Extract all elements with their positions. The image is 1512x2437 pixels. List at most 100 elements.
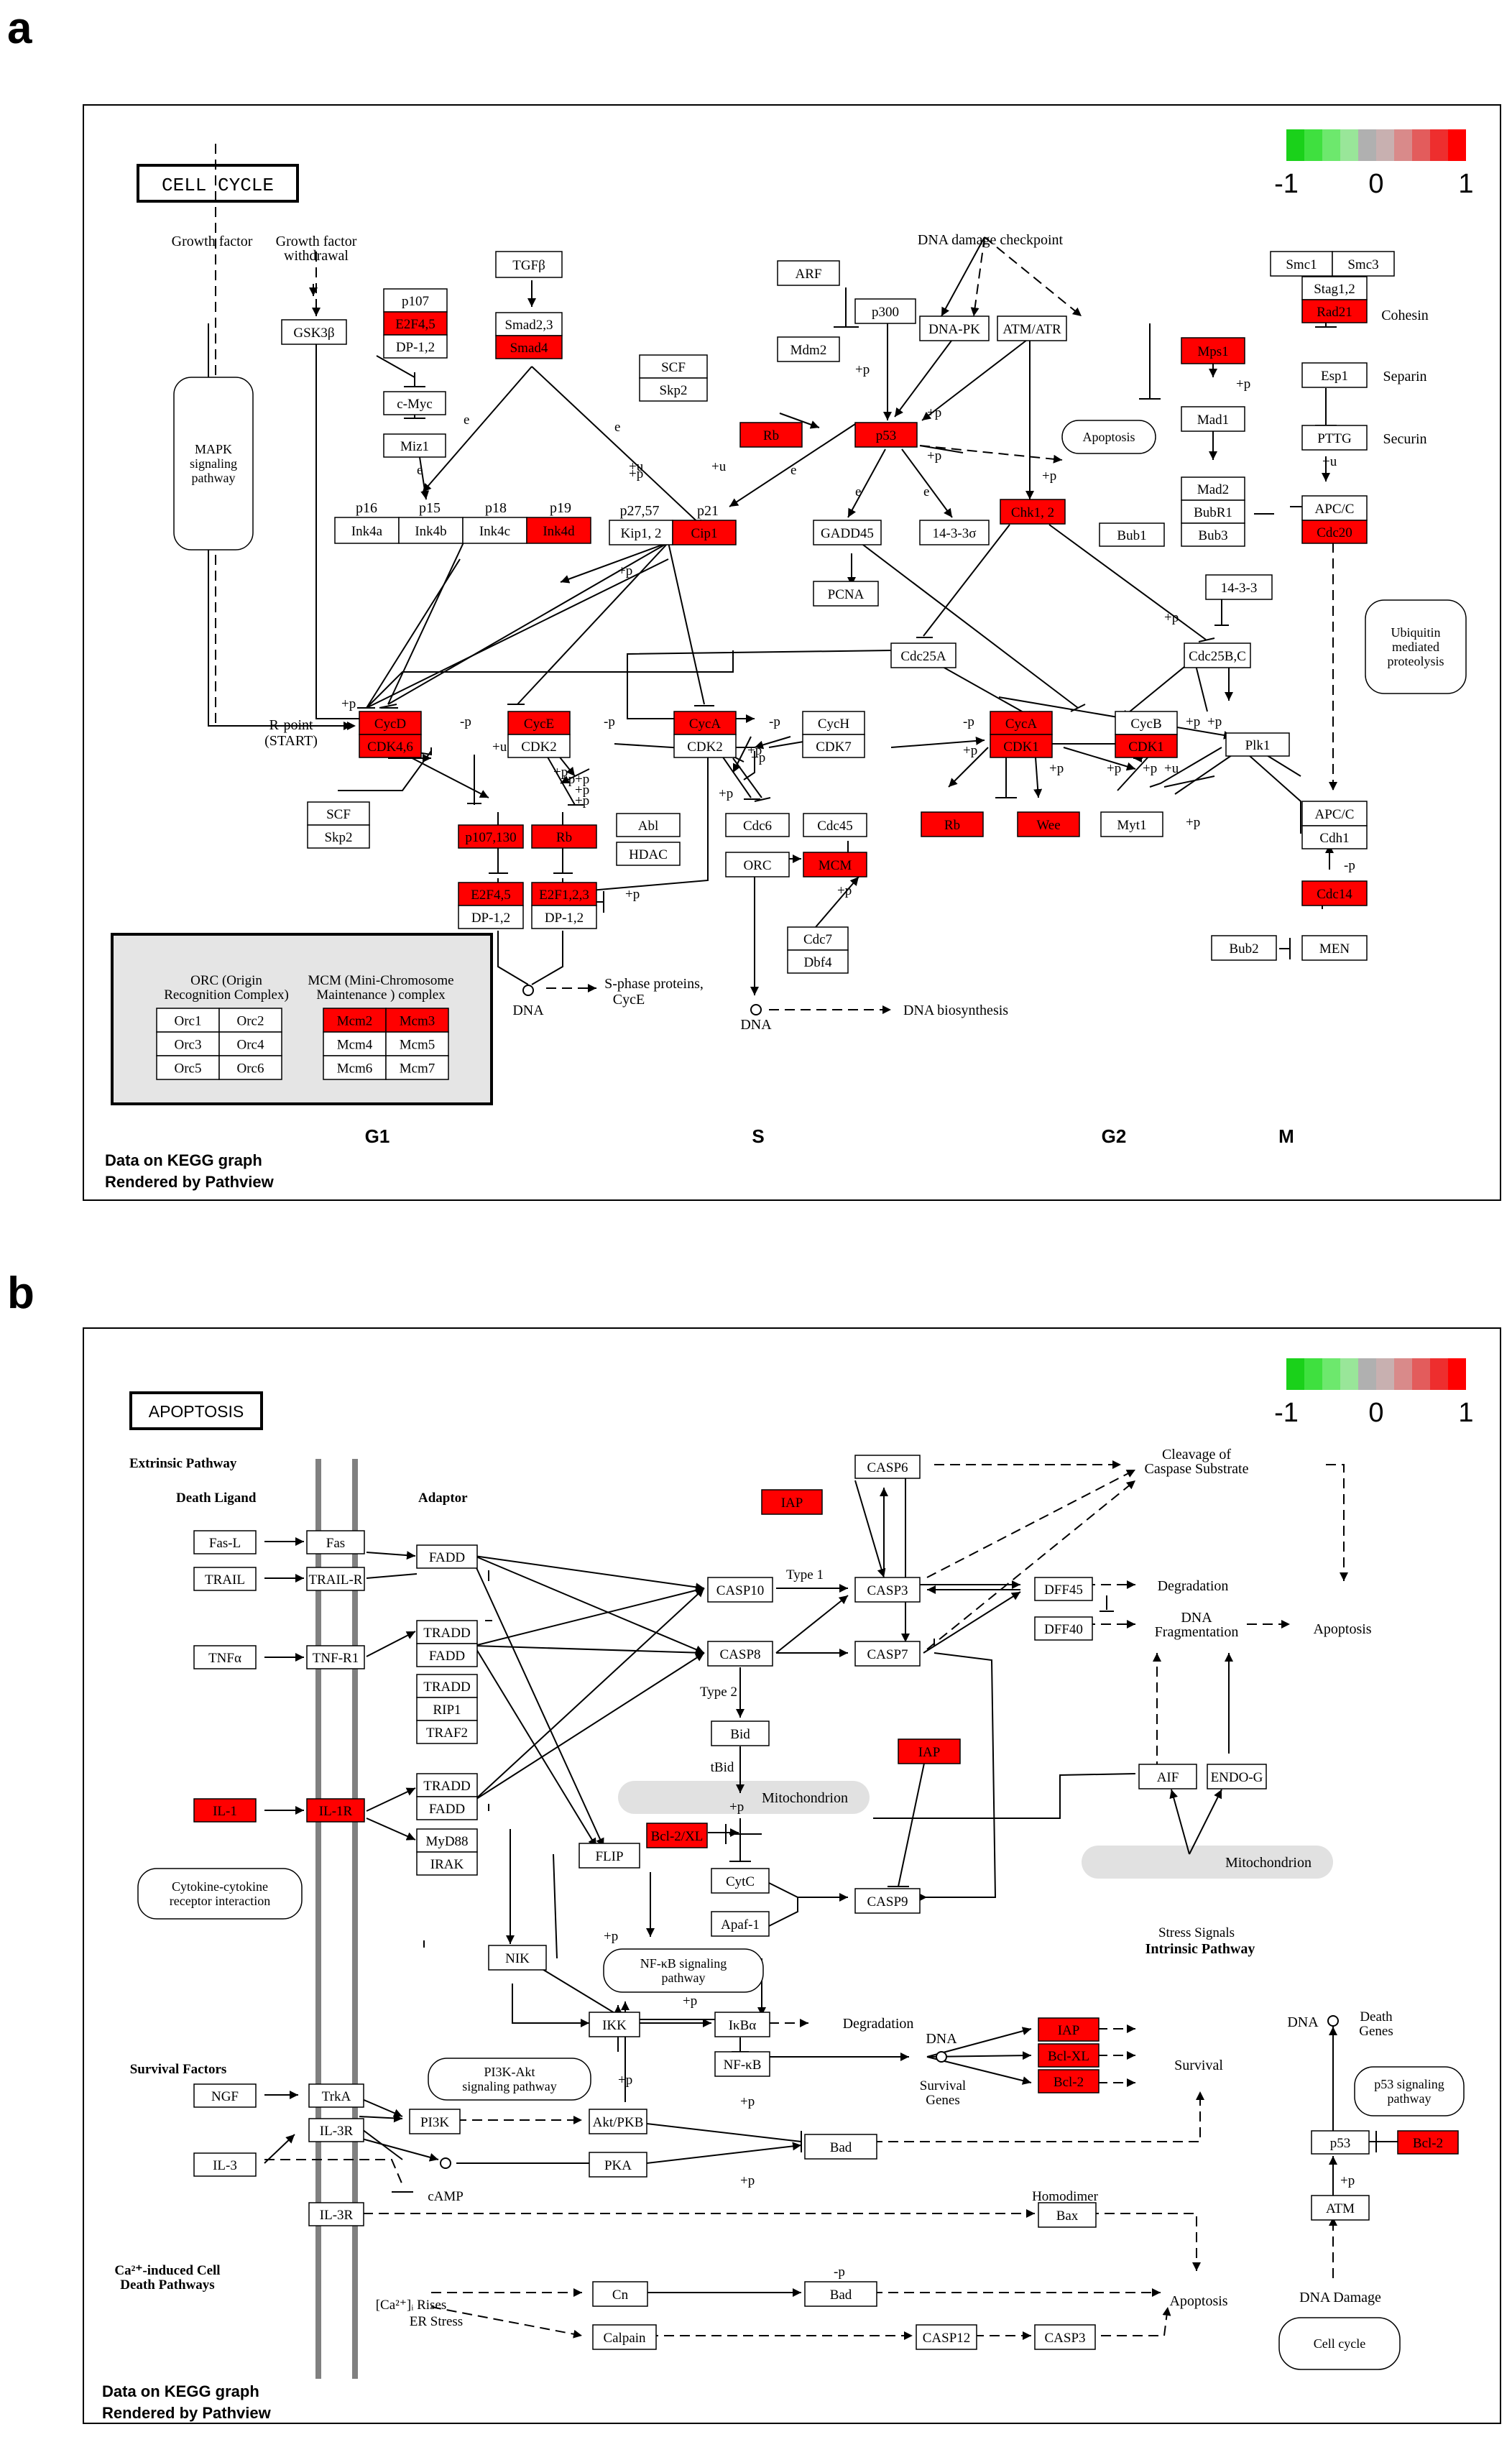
gene-node-orc[interactable]: ORC <box>725 852 790 877</box>
gene-node-dp12c[interactable]: DP-1,2 <box>531 905 597 929</box>
gene-node-cdk1b[interactable]: CDK1 <box>1115 734 1178 758</box>
gene-node-cdk46[interactable]: CDK4,6 <box>359 734 422 758</box>
gene-node-bclxl[interactable]: Bcl-XL <box>1038 2043 1100 2068</box>
gene-node-mad2[interactable]: Mad2 <box>1181 476 1245 501</box>
gene-node-e2f45[interactable]: E2F4,5 <box>383 311 448 336</box>
gene-node-bub3[interactable]: Bub3 <box>1181 522 1245 547</box>
gene-node-casp6[interactable]: CASP6 <box>854 1455 921 1479</box>
gene-node-p107[interactable]: p107 <box>383 288 448 313</box>
gene-node-ikba[interactable]: IκBα <box>714 2012 770 2037</box>
gene-node-e2f123[interactable]: E2F1,2,3 <box>531 882 597 906</box>
gene-node-fasl[interactable]: Fas-L <box>193 1530 257 1554</box>
gene-node-casp3b[interactable]: CASP3 <box>1034 2324 1096 2350</box>
gene-node-scf1[interactable]: SCF <box>639 354 708 379</box>
gene-node-trailr[interactable]: TRAIL-R <box>306 1567 365 1591</box>
gene-node-fadd2[interactable]: FADD <box>416 1643 478 1667</box>
gene-node-cdc14[interactable]: Cdc14 <box>1301 880 1368 906</box>
gene-node-bcl2b[interactable]: Bcl-2 <box>1397 2130 1459 2155</box>
gene-node-pi3k[interactable]: PI3K <box>409 2109 461 2134</box>
gene-node-men[interactable]: MEN <box>1301 935 1368 961</box>
gene-node-casp12[interactable]: CASP12 <box>916 2324 977 2350</box>
gene-node-plk1[interactable]: Plk1 <box>1225 732 1290 757</box>
gene-node-cdk2a[interactable]: CDK2 <box>507 734 571 758</box>
gene-node-orc2[interactable]: Orc2 <box>218 1008 282 1033</box>
gene-node-casp7[interactable]: CASP7 <box>854 1641 921 1667</box>
gene-node-miz1[interactable]: Miz1 <box>383 433 446 458</box>
gene-node-bub1[interactable]: Bub1 <box>1099 522 1165 547</box>
gene-node-tradd1[interactable]: TRADD <box>416 1620 478 1644</box>
gene-node-nik[interactable]: NIK <box>488 1945 547 1971</box>
gene-node-cyca1[interactable]: CycA <box>673 711 737 735</box>
gene-node-dbf4[interactable]: Dbf4 <box>787 949 849 974</box>
gene-node-mcm6[interactable]: Mcm6 <box>323 1055 387 1080</box>
gene-node-stag12[interactable]: Stag1,2 <box>1301 276 1368 300</box>
gene-node-cych[interactable]: CycH <box>802 711 865 735</box>
gene-node-orc6[interactable]: Orc6 <box>218 1055 282 1080</box>
gene-node-myt1[interactable]: Myt1 <box>1100 811 1163 837</box>
gene-node-il3r1[interactable]: IL-3R <box>308 2118 364 2142</box>
gene-node-dff40[interactable]: DFF40 <box>1034 1616 1093 1641</box>
gene-node-aif[interactable]: AIF <box>1138 1764 1197 1789</box>
gene-node-mcm2[interactable]: Mcm2 <box>323 1008 387 1033</box>
apoptosis-link[interactable]: Apoptosis <box>1061 420 1156 454</box>
gene-node-atm[interactable]: ATM <box>1311 2195 1370 2221</box>
gene-node-pttg[interactable]: PTTG <box>1301 425 1368 451</box>
gene-node-apcc2[interactable]: APC/C <box>1301 801 1368 826</box>
gene-node-scf2[interactable]: SCF <box>307 801 370 826</box>
gene-node-smc3[interactable]: Smc3 <box>1332 251 1395 277</box>
gene-node-ink4c[interactable]: Ink4c <box>462 517 527 544</box>
gene-node-gsk3b[interactable]: GSK3β <box>281 319 347 345</box>
gene-node-bid[interactable]: Bid <box>711 1720 770 1746</box>
gene-node-ikk[interactable]: IKK <box>589 2012 640 2037</box>
gene-node-tradd2[interactable]: TRADD <box>416 1674 478 1698</box>
gene-node-cdk1a[interactable]: CDK1 <box>990 734 1053 758</box>
gene-node-cdc6[interactable]: Cdc6 <box>725 813 790 837</box>
gene-node-s1433s[interactable]: 14-3-3σ <box>919 520 990 545</box>
gene-node-rb3[interactable]: Rb <box>921 811 984 837</box>
gene-node-casp9[interactable]: CASP9 <box>854 1888 921 1914</box>
gene-node-orc3[interactable]: Orc3 <box>156 1031 220 1056</box>
gene-node-cycd[interactable]: CycD <box>359 711 422 735</box>
gene-node-iap2[interactable]: IAP <box>898 1738 961 1764</box>
gene-node-bad1[interactable]: Bad <box>804 2134 877 2160</box>
gene-node-mps1[interactable]: Mps1 <box>1181 337 1245 364</box>
gene-node-aktpkb[interactable]: Akt/PKB <box>589 2109 647 2134</box>
gene-node-mcm3[interactable]: Mcm3 <box>385 1008 449 1033</box>
gene-node-tradd3[interactable]: TRADD <box>416 1773 478 1797</box>
gene-node-tnfr1[interactable]: TNF-R1 <box>306 1645 365 1669</box>
gene-node-fadd1[interactable]: FADD <box>416 1544 478 1569</box>
gene-node-pcna[interactable]: PCNA <box>813 581 879 607</box>
gene-node-gadd45[interactable]: GADD45 <box>813 520 882 545</box>
gene-node-tnfa[interactable]: TNFα <box>193 1645 257 1669</box>
gene-node-cdc45[interactable]: Cdc45 <box>803 813 867 837</box>
gene-node-myd88[interactable]: MyD88 <box>416 1828 478 1853</box>
gene-node-fadd3[interactable]: FADD <box>416 1796 478 1820</box>
gene-node-p300[interactable]: p300 <box>854 298 916 324</box>
gene-node-cytc[interactable]: CytC <box>711 1868 770 1894</box>
gene-node-iap1[interactable]: IAP <box>761 1489 823 1515</box>
gene-node-cn[interactable]: Cn <box>592 2281 648 2307</box>
gene-node-atmatr[interactable]: ATM/ATR <box>997 315 1067 341</box>
gene-node-il3r2[interactable]: IL-3R <box>308 2202 364 2226</box>
gene-node-irak[interactable]: IRAK <box>416 1851 478 1876</box>
gene-node-bcl2xl1[interactable]: Bcl-2/XL <box>646 1823 708 1848</box>
gene-node-mad1[interactable]: Mad1 <box>1181 406 1245 432</box>
gene-node-smc1[interactable]: Smc1 <box>1270 251 1333 277</box>
gene-node-bax[interactable]: Bax <box>1038 2202 1097 2228</box>
gene-node-mcm4[interactable]: Mcm4 <box>323 1031 387 1056</box>
gene-node-skp2b[interactable]: Skp2 <box>307 824 370 849</box>
gene-node-tgfb[interactable]: TGFβ <box>495 251 563 278</box>
gene-node-dp12b[interactable]: DP-1,2 <box>458 905 524 929</box>
gene-node-dp12a[interactable]: DP-1,2 <box>383 334 448 359</box>
gene-node-nfkb[interactable]: NF-κB <box>714 2051 770 2077</box>
gene-node-apcc1[interactable]: APC/C <box>1301 495 1368 521</box>
gene-node-dff45[interactable]: DFF45 <box>1034 1577 1093 1601</box>
gene-node-cip1[interactable]: Cip1 <box>672 520 737 545</box>
gene-node-cdc20[interactable]: Cdc20 <box>1301 520 1368 544</box>
